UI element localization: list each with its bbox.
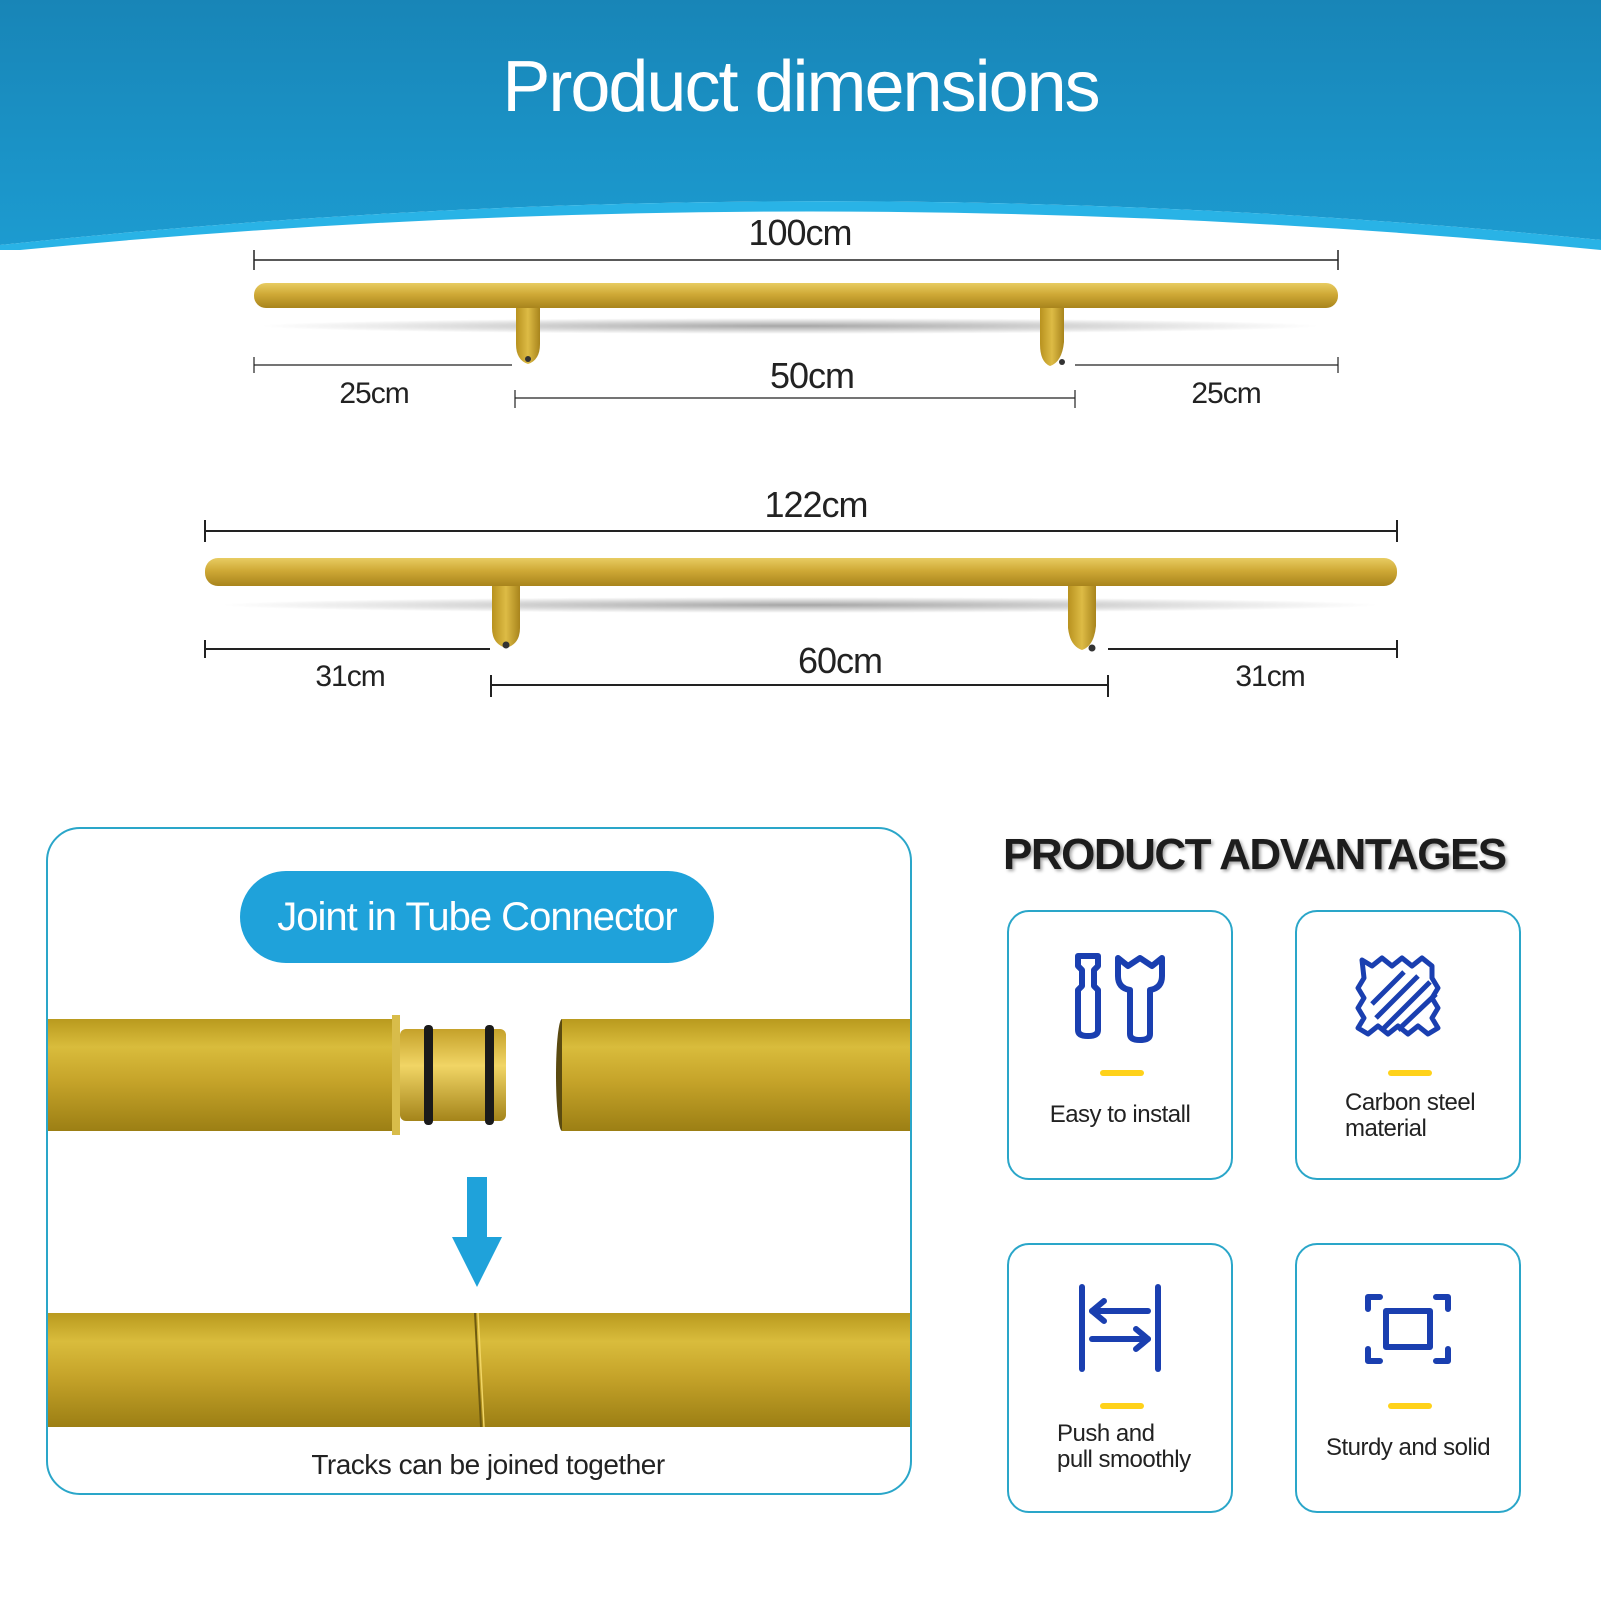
- rail-100-middle-length: 50cm: [769, 355, 855, 396]
- frame-square-icon: [1365, 1294, 1451, 1364]
- rail-122-right-length: 31cm: [1235, 660, 1305, 693]
- rail-122-left-length: 31cm: [315, 660, 385, 693]
- advantage-label-line-2: pull smoothly: [1057, 1446, 1191, 1473]
- advantage-card-easy-install: Easy to install: [1007, 910, 1233, 1180]
- rail-100-right-length: 25cm: [1191, 377, 1261, 410]
- header-wave-background: [0, 0, 1601, 250]
- advantage-label-sturdy: Sturdy and solid: [1325, 1434, 1491, 1461]
- joint-heading-pill: Joint in Tube Connector: [240, 871, 714, 963]
- advantage-dash: [1100, 1403, 1144, 1409]
- advantage-card-push-pull: Push and pull smoothly: [1007, 1243, 1233, 1513]
- push-pull-icon: [1079, 1284, 1161, 1372]
- arrow-down-icon: [452, 1177, 502, 1287]
- advantage-dash: [1388, 1070, 1432, 1076]
- rail-100-left-length: 25cm: [339, 377, 409, 410]
- joint-panel: Joint in Tube Connector Tracks can be jo…: [46, 827, 912, 1495]
- rail-122-middle-length: 60cm: [797, 640, 883, 681]
- advantage-card-sturdy: Sturdy and solid: [1295, 1243, 1521, 1513]
- tools-icon: [1075, 953, 1165, 1043]
- advantages-title: PRODUCT ADVANTAGES: [1003, 830, 1507, 879]
- joint-caption: Tracks can be joined together: [311, 1449, 665, 1480]
- page-title: Product dimensions: [502, 47, 1100, 127]
- rail-100-drawing: [253, 250, 1339, 408]
- rail-122-total-length: 122cm: [764, 484, 868, 525]
- advantage-label-easy-install: Easy to install: [1049, 1101, 1191, 1128]
- advantage-label-line-2: material: [1345, 1115, 1427, 1142]
- rail-122-drawing: [204, 520, 1398, 697]
- advantage-dash: [1388, 1403, 1432, 1409]
- advantage-dash: [1100, 1070, 1144, 1076]
- rail-drawings: [204, 250, 1398, 697]
- advantage-label-push-pull: Push and pull smoothly: [1009, 1421, 1231, 1473]
- rail-100-total-length: 100cm: [748, 212, 852, 253]
- header-banner: Product dimensions: [0, 0, 1601, 250]
- advantage-label-carbon-steel: Carbon steel material: [1297, 1090, 1519, 1142]
- advantage-card-carbon-steel: Carbon steel material: [1295, 910, 1521, 1180]
- material-texture-icon: [1355, 955, 1441, 1037]
- joint-illustration: [48, 1015, 910, 1428]
- advantage-label-line-1: Push and: [1057, 1420, 1155, 1447]
- advantage-label-line-1: Carbon steel: [1345, 1089, 1476, 1116]
